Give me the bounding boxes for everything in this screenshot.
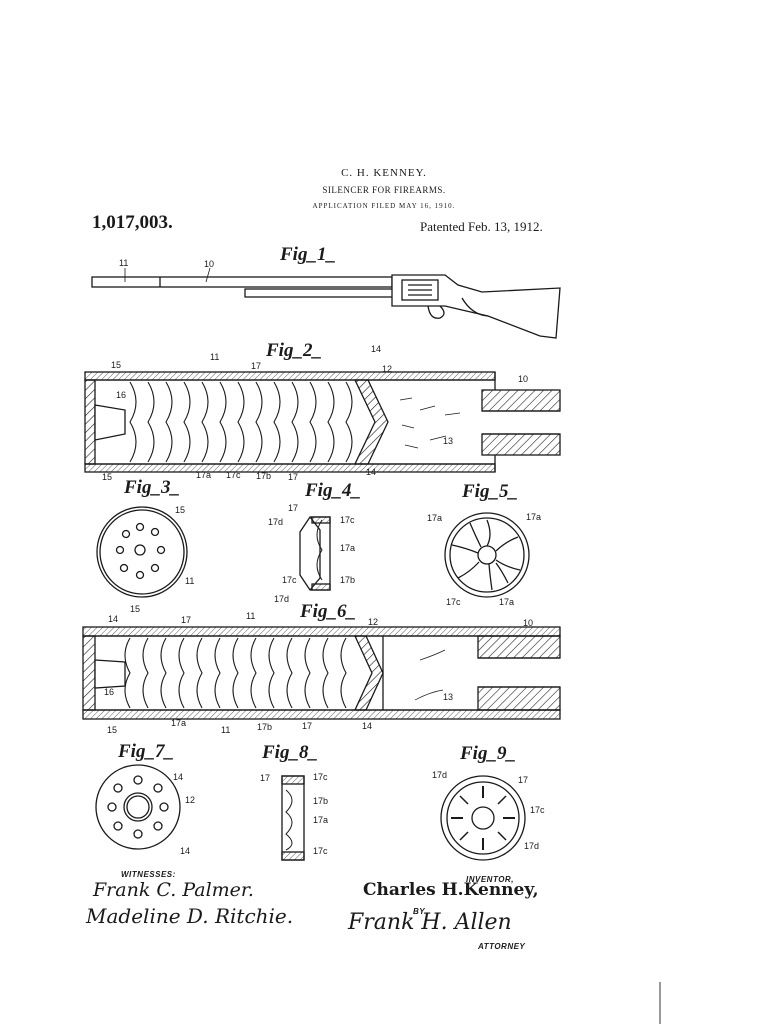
application-date: APPLICATION FILED MAY 16, 1910. (312, 202, 456, 210)
ref-label: 14 (371, 344, 382, 354)
inventor-heading: C. H. KENNEY. (341, 167, 427, 179)
fig5-label: Fig_5_ (462, 481, 518, 502)
ref-label: 11 (210, 352, 220, 362)
patented-date: Patented Feb. 13, 1912. (420, 219, 543, 234)
fig1-rifle (91, 267, 561, 339)
ref-label: 17b (340, 575, 356, 585)
ref-label: 17 (251, 361, 262, 371)
ref-label: 17a (196, 470, 212, 480)
inventor-label: INVENTOR, (466, 875, 514, 884)
fig6-label: Fig_6_ (300, 601, 356, 622)
fig2-label: Fig_2_ (266, 340, 322, 361)
fig2-section (84, 371, 561, 473)
ref-label: 10 (523, 618, 534, 628)
attorney-label: ATTORNEY (478, 942, 526, 951)
fig4-baffle (299, 516, 331, 591)
ref-label: 17d (524, 841, 540, 851)
ref-label: 17c (340, 515, 355, 525)
attorney-signature: Frank H. Allen (348, 910, 512, 935)
ref-label: 14 (362, 721, 373, 731)
ref-label: 17a (340, 543, 356, 553)
ref-label: 17a (313, 815, 329, 825)
ref-label: 17a (171, 718, 187, 728)
ref-label: 11 (119, 258, 129, 268)
ref-label: 15 (130, 604, 141, 614)
ref-label: 13 (443, 692, 454, 702)
ref-label: 12 (368, 617, 379, 627)
ref-label: 17a (526, 512, 542, 522)
ref-label: 17b (257, 722, 273, 732)
ref-label: 17 (518, 775, 529, 785)
ref-label: 12 (382, 364, 393, 374)
inventor-name: Charles H.Kenney, (363, 880, 539, 900)
ref-label: 15 (111, 360, 122, 370)
ref-label: 14 (108, 614, 119, 624)
ref-label: 17 (288, 472, 299, 482)
fig7-label: Fig_7_ (118, 741, 174, 762)
ref-label: 14 (173, 772, 184, 782)
ref-label: 15 (175, 505, 186, 515)
ref-label: 13 (443, 436, 454, 446)
fig3-end-view (96, 506, 188, 598)
ref-label: 11 (246, 611, 256, 621)
ref-label: 14 (180, 846, 191, 856)
fig8-baffle-edge (281, 775, 305, 861)
ref-label: 17d (268, 517, 284, 527)
ref-label: 17b (256, 471, 272, 481)
ref-label: 17c (282, 575, 297, 585)
ref-label: 17c (530, 805, 545, 815)
ref-label: 11 (221, 725, 231, 735)
ref-label: 17a (499, 597, 515, 607)
patent-title: SILENCER FOR FIREARMS. (322, 185, 446, 195)
ref-label: 10 (518, 374, 529, 384)
witness-signature-2: Madeline D. Ritchie. (86, 904, 294, 928)
ref-label: 17 (181, 615, 192, 625)
ref-label: 17 (288, 503, 299, 513)
fig8-label: Fig_8_ (262, 742, 318, 763)
ref-label: 17c (446, 597, 461, 607)
ref-label: 17 (260, 773, 271, 783)
ref-label: 17c (313, 772, 328, 782)
ref-label: 17d (432, 770, 448, 780)
by-label: BY (413, 907, 426, 916)
ref-label: 17c (313, 846, 328, 856)
ref-label: 15 (102, 472, 113, 482)
ref-label: 11 (185, 576, 195, 586)
ref-label: 16 (116, 390, 127, 400)
ref-label: 14 (366, 467, 377, 477)
fig9-label: Fig_9_ (460, 743, 516, 764)
witness-signature-1: Frank C. Palmer. (93, 879, 254, 901)
fig6-section (82, 626, 561, 720)
patent-number: 1,017,003. (92, 212, 173, 233)
fig3-label: Fig_3_ (124, 477, 180, 498)
ref-label: 17a (427, 513, 443, 523)
witnesses-label: WITNESSES: (121, 870, 176, 879)
fig7-end-plate (95, 764, 181, 850)
ref-label: 17 (302, 721, 313, 731)
ref-label: 17b (313, 796, 329, 806)
ref-label: 10 (204, 259, 215, 269)
ref-label: 17d (274, 594, 290, 604)
ref-label: 12 (185, 795, 196, 805)
fig4-label: Fig_4_ (305, 480, 361, 501)
fig1-label: Fig_1_ (280, 244, 336, 265)
ref-label: 17c (226, 470, 241, 480)
fig9-baffle-front (440, 775, 526, 861)
ref-label: 15 (107, 725, 118, 735)
ref-label: 16 (104, 687, 115, 697)
fig5-baffle-front (444, 512, 530, 598)
